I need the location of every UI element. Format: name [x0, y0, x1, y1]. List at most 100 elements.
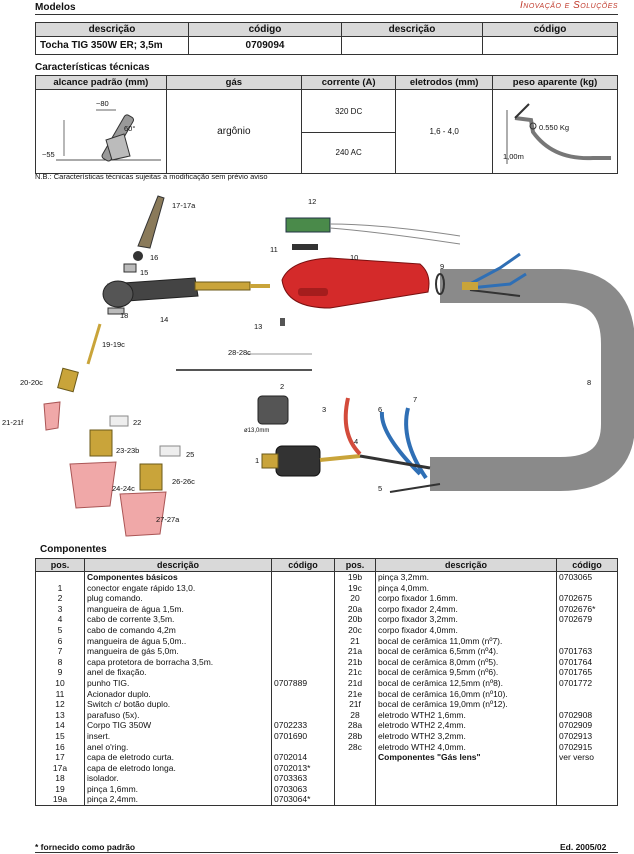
comp-left-code: [274, 593, 332, 604]
comp-right-code: 0701763: [559, 646, 593, 657]
comp-left-desc: isolador.: [87, 773, 119, 784]
hose-top-2: [469, 272, 527, 290]
cable-length: 1,00m: [503, 152, 524, 161]
comp-left-desc: anel de fixação.: [87, 667, 147, 678]
comp-right-pos: 21d: [347, 677, 363, 688]
comp-right-code: 0701764: [559, 656, 593, 667]
comp-right-desc: eletrodo WTH2 4,0mm.: [378, 741, 466, 752]
comp-left-code: [274, 689, 332, 700]
electrodes-value: 1,6 - 4,0: [395, 89, 493, 174]
comp-left-code: 0703363: [274, 773, 308, 784]
label-17: 17-17a: [172, 201, 196, 210]
ceramic-nozzle: [43, 401, 61, 431]
comp-left-desc: mangueira de água 5,0m..: [87, 635, 187, 646]
gas-lens-insulator: [109, 415, 129, 427]
comp-right-pos: 28: [350, 709, 360, 720]
models-header-desc-2: descrição: [341, 22, 483, 37]
comp-left-desc: capa de eletrodo longa.: [87, 762, 176, 773]
section-title-models: Modelos: [35, 2, 76, 13]
comp-left-desc: Corpo TIG 350W: [87, 720, 152, 731]
label-20: 20-20c: [20, 378, 43, 387]
label-16: 16: [150, 253, 159, 262]
comp-right-code: [559, 583, 615, 594]
comp-left-code: 0702014: [274, 752, 308, 763]
comp-left-code: [274, 636, 332, 647]
comp-right-desc: bocal de cerâmica 6,5mm (nº4).: [378, 646, 499, 657]
model-code: 0709094: [188, 36, 342, 55]
gas-lens-body-2: [139, 463, 163, 491]
reach-diagram: [56, 109, 161, 162]
control-plug: [257, 395, 289, 425]
comp-right-code: 0702676*: [559, 603, 596, 614]
label-9: 9: [440, 262, 445, 271]
models-header-code-1: código: [188, 22, 342, 37]
weight-value: 0.550 Kg: [539, 123, 570, 132]
comp-right-pos: 20b: [347, 614, 363, 625]
comp-left-code: [274, 657, 332, 668]
handle-grip: [298, 288, 328, 296]
comp-right-pos: 21: [350, 635, 360, 646]
label-19: 19-19c: [102, 340, 125, 349]
top-fitting: [462, 282, 478, 290]
comp-left-desc: Switch c/ botão duplo.: [87, 699, 171, 710]
comp-left-pos: 4: [57, 614, 63, 625]
comp-left-code: [274, 646, 332, 657]
comp-right-desc: eletrodo WTH2 2,4mm.: [378, 720, 466, 731]
model-description-2: [341, 36, 483, 55]
comp-right-desc: eletrodo WTH2 1,6mm.: [378, 709, 466, 720]
comp-right-pos: 28a: [347, 720, 363, 731]
comp-left-code: 0702233: [274, 720, 308, 731]
reach-label-angle: 60°: [124, 124, 136, 133]
specs-header-weight: peso aparente (kg): [492, 75, 618, 90]
gas-lens-insulator-2: [159, 445, 181, 457]
comp-header-code-1: código: [271, 558, 335, 572]
comp-right-desc: Componentes "Gás lens": [378, 752, 481, 763]
exploded-diagram: [43, 195, 634, 537]
comp-left-code: [274, 742, 332, 753]
comp-right-code: 0702675: [559, 593, 593, 604]
comp-left-desc: cabo de corrente 3,5m.: [87, 614, 175, 625]
comp-right-code: [559, 625, 615, 636]
label-8: 8: [587, 378, 592, 387]
water-hose-short: [343, 397, 362, 456]
comp-left-pos: 19: [55, 783, 65, 794]
double-trigger: [292, 244, 318, 250]
torch-body-tube: [194, 281, 251, 291]
comp-left-desc: pinça 2,4mm.: [87, 794, 139, 805]
reach-label-80: ~80: [96, 99, 109, 108]
comp-left-pos: [38, 572, 82, 583]
specs-header-electrodes: eletrodos (mm): [395, 75, 493, 90]
current-ac: 240 AC: [335, 147, 362, 157]
comp-left-pos: 19a: [52, 794, 68, 805]
weight-diagram-cell: 0.550 Kg 1,00m: [492, 89, 618, 174]
comp-right-desc: pinça 4,0mm.: [378, 582, 430, 593]
hose-top-1: [469, 252, 521, 286]
label-26: 26-26c: [172, 477, 195, 486]
comp-left-desc: Acionador duplo.: [87, 688, 151, 699]
header-rule: [35, 14, 618, 15]
comp-right-desc: bocal de cerâmica 16,0mm (nº10).: [378, 688, 508, 699]
comp-left-pos: 12: [55, 699, 65, 710]
label-21: 21-21f: [2, 418, 24, 427]
comp-right-code: [559, 636, 615, 647]
comp-left-code: [274, 667, 332, 678]
footer-rule: [35, 852, 618, 853]
comp-left-pos: 14: [55, 720, 65, 731]
comp-right-pos: 19b: [347, 572, 363, 582]
comp-right-desc: eletrodo WTH2 3,2mm.: [378, 730, 466, 741]
label-5: 5: [378, 484, 383, 493]
comp-left-code: [274, 614, 332, 625]
electrode-cap: [137, 195, 165, 249]
comp-left-pos: 8: [57, 656, 63, 667]
comp-right-code: [559, 689, 615, 700]
comp-left-code: [274, 572, 332, 583]
quick-connector: [275, 445, 321, 477]
current-dc: 320 DC: [302, 92, 396, 133]
comp-left-pos: 11: [55, 688, 65, 699]
comp-right-code: 0702908: [559, 709, 593, 720]
comp-left-pos: 18: [55, 773, 65, 784]
rubber-cover: [430, 269, 634, 491]
comp-right-code: 0703065: [559, 572, 593, 582]
